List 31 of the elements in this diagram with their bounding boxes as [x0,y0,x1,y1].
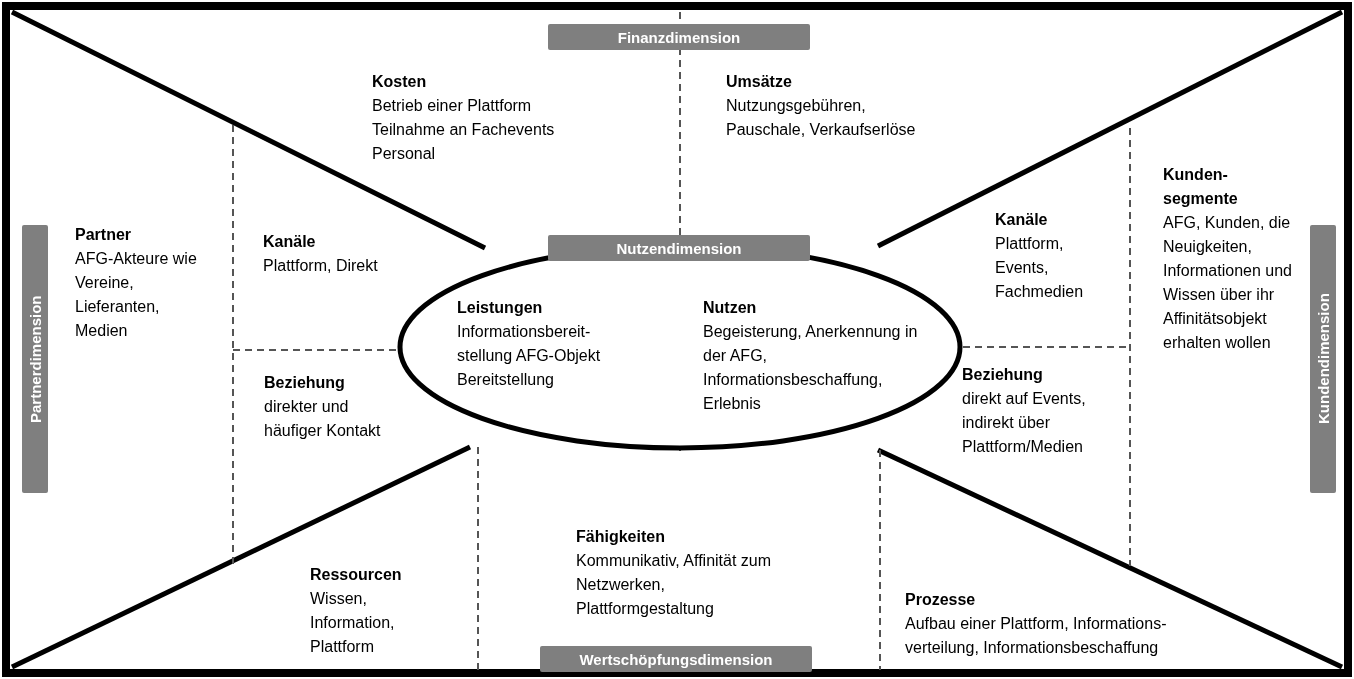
section-heading: Fähigkeiten [576,527,666,547]
section-text: direkt auf Events, indirekt über Plattform/Medien [962,389,1087,457]
section-text: Kommunikativ, Affinität zum Netzwerken, Plattformgestaltung [576,551,773,619]
section-text: Begeisterung, Anerkennung in der AFG, Informationsbeschaffung, Erlebnis [703,322,919,414]
section-heading: Beziehung [264,373,346,393]
section-text: Wissen, Information, Plattform [310,589,396,657]
dimension-bar: Kundendimension [1310,225,1336,493]
section-heading: Leistungen [457,298,544,318]
section-heading: Beziehung [962,365,1044,385]
dimension-bar: Nutzendimension [548,235,810,261]
dimension-bar: Finanzdimension [548,24,810,50]
section-text: AFG, Kunden, die Neuigkeiten, Informationen und Wissen über ihr Affinitätsobjekt erhalten wollen [1163,213,1293,353]
section-text: Betrieb einer Plattform Teilnahme an Fachevents Personal [372,96,556,164]
section-heading: Umsätze [726,72,793,92]
section-text: Plattform, Events, Fachmedien [995,234,1085,302]
dimension-bar: Partnerdimension [22,225,48,493]
section-heading: Ressourcen [310,565,403,585]
section-heading: Kunden- segmente [1163,165,1239,209]
section-text: Plattform, Direkt [263,256,379,276]
section-heading: Kanäle [995,210,1049,230]
section-text: Aufbau einer Plattform, Informations- verteilung, Informationsbeschaffung [905,614,1168,658]
section-heading: Nutzen [703,298,758,318]
section-text: direkter und häufiger Kontakt [264,397,382,441]
dimension-bar: Wertschöpfungsdimension [540,646,812,672]
section-text: AFG-Akteure wie Vereine, Lieferanten, Medien [75,249,198,341]
section-text: Informationsbereit- stellung AFG-Objekt Bereitstellung [457,322,602,390]
section-heading: Kosten [372,72,428,92]
section-heading: Prozesse [905,590,977,610]
section-heading: Kanäle [263,232,317,252]
section-heading: Partner [75,225,133,245]
section-text: Nutzungsgebühren, Pauschale, Verkaufserlöse [726,96,917,140]
